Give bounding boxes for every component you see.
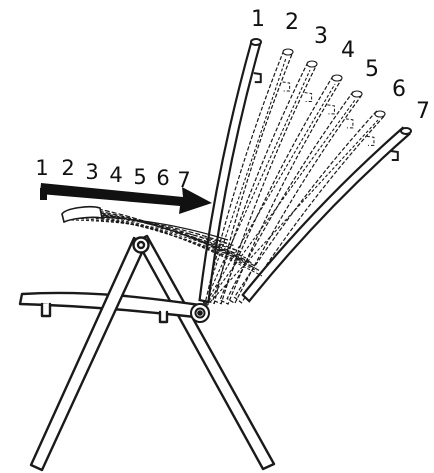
backrest-label-1: 1: [251, 7, 265, 32]
seat-edge: [97, 211, 263, 277]
backrest-position-3: [212, 60, 318, 305]
seat-label-4: 4: [109, 163, 122, 187]
seat-label-1: 1: [35, 156, 48, 180]
backrest-hook: [345, 118, 354, 129]
backrest-label-5: 5: [365, 57, 379, 82]
seat-position-4: [81, 211, 247, 259]
backrest-hook: [390, 150, 399, 162]
seat-label-2: 2: [61, 156, 74, 180]
seat-label-6: 6: [156, 166, 169, 190]
backrest-tube: [219, 75, 342, 305]
backrest-hook: [366, 135, 375, 146]
backrest-cap: [282, 48, 294, 56]
backrest-hinge: [190, 303, 210, 323]
backrest-cap: [250, 38, 262, 46]
backrest-tube: [204, 49, 294, 305]
seat-label-3: 3: [85, 160, 98, 184]
seat-position-3: [75, 212, 242, 253]
front-leg: [29, 236, 147, 472]
seat-positions: [61, 206, 263, 277]
backrest-tube: [233, 110, 385, 304]
armrest-peg-left: [40, 302, 52, 318]
backrest-position-6: [233, 110, 386, 304]
seat-front-roll: [61, 206, 104, 224]
seat-label-5: 5: [133, 165, 146, 189]
backrest-label-2: 2: [285, 10, 299, 35]
sweep-line: [199, 119, 379, 314]
backrest-position-7: [241, 126, 412, 303]
backrest-cap: [400, 127, 412, 135]
backrest-position-5: [226, 90, 363, 305]
leg-pivot-core: [136, 240, 146, 250]
backrest-cap: [351, 90, 363, 98]
seat-label-7: 7: [177, 168, 190, 192]
backrest-cap: [331, 74, 343, 82]
backrest-position-4: [219, 74, 343, 305]
backrest-cap: [374, 110, 386, 118]
sweep-line: [199, 99, 356, 314]
backrest-positions: [198, 38, 412, 305]
backrest-hook: [304, 92, 313, 103]
backrest-tube: [241, 126, 411, 303]
backrest-label-4: 4: [341, 38, 355, 63]
backrest-label-6: 6: [392, 77, 406, 102]
backrest-position-2: [204, 48, 294, 305]
sweep-line: [199, 83, 336, 314]
backrest-hook: [253, 72, 262, 84]
armrest-peg-right: [158, 310, 169, 324]
recline-sweep: [199, 57, 379, 314]
backrest-hook: [282, 81, 291, 92]
sweep-line: [199, 69, 311, 314]
backrest-position-1: [198, 38, 262, 304]
backrest-cap: [306, 60, 318, 68]
backrest-tube: [226, 90, 362, 305]
backrest-tube: [212, 61, 318, 305]
seat-position-7: [97, 208, 263, 273]
seat-adjust-arrow: [40, 183, 212, 214]
backrest-label-7: 7: [416, 99, 430, 124]
backrest-label-3: 3: [314, 24, 328, 49]
backrest-hook: [327, 104, 335, 115]
